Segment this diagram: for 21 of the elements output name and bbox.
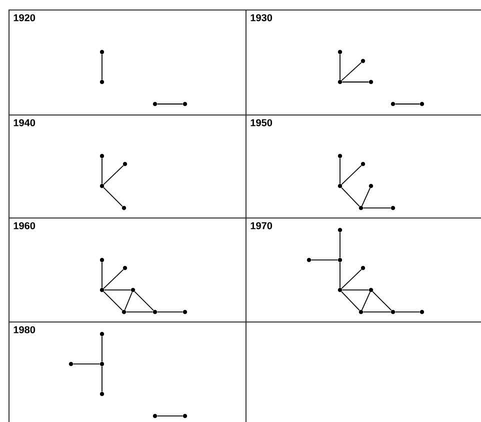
line [341,165,362,185]
panel: 1920 [8,10,246,116]
line [103,269,124,289]
panel: 1970 [246,218,481,322]
panel: 1980 [8,321,246,422]
line [372,291,392,311]
line [103,187,123,207]
line [124,292,133,310]
line [341,291,360,311]
line [103,291,123,311]
panel: 1960 [8,218,246,322]
line [362,188,370,206]
panel: 1940 [8,114,246,218]
line [103,165,124,185]
line [341,62,362,81]
line [134,291,154,311]
line [362,292,370,310]
panel: 1930 [246,10,481,116]
line [341,269,362,289]
panel: 1950 [246,114,481,218]
line [341,187,360,207]
